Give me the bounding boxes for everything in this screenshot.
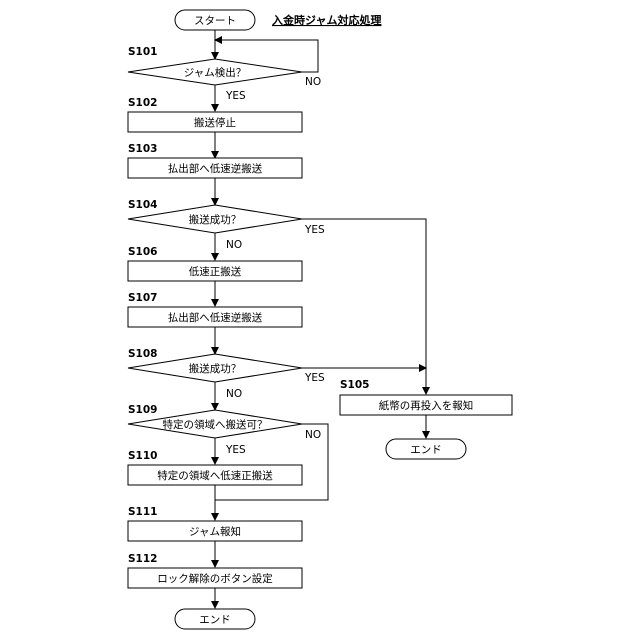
decision-s109-label: 特定の領域へ搬送可？ — [163, 418, 268, 431]
step-s112: S112 — [128, 553, 157, 565]
process-s110-label: 特定の領域へ低速正搬送 — [157, 469, 273, 482]
end-main-label: エンド — [199, 614, 231, 626]
decision-s104-label: 搬送成功？ — [189, 213, 242, 226]
step-s109: S109 — [128, 404, 157, 416]
process-s103-label: 払出部へ低速逆搬送 — [168, 162, 263, 175]
step-s108: S108 — [128, 348, 157, 360]
process-s111-label: ジャム報知 — [189, 525, 241, 538]
process-s107-label: 払出部へ低速逆搬送 — [168, 311, 263, 324]
process-s106-label: 低速正搬送 — [189, 265, 242, 278]
step-s103: S103 — [128, 143, 157, 155]
step-s105: S105 — [340, 379, 369, 391]
step-s111: S111 — [128, 506, 157, 518]
process-s105-label: 紙幣の再投入を報知 — [379, 399, 474, 412]
flowchart-title: 入金時ジャム対応処理 — [272, 13, 381, 27]
branch-s108-no: NO — [226, 388, 242, 400]
decision-s101-label: ジャム検出？ — [184, 66, 246, 79]
branch-s101-no: NO — [305, 76, 321, 88]
step-s106: S106 — [128, 246, 157, 258]
step-s101: S101 — [128, 46, 157, 58]
branch-s101-yes: YES — [225, 90, 246, 102]
process-s112-label: ロック解除のボタン設定 — [157, 572, 273, 585]
step-s110: S110 — [128, 450, 157, 462]
process-s102-label: 搬送停止 — [194, 116, 236, 129]
decision-s108-label: 搬送成功？ — [189, 362, 242, 375]
branch-s104-no: NO — [226, 239, 242, 251]
branch-s104-yes: YES — [304, 224, 325, 236]
step-s107: S107 — [128, 292, 157, 304]
branch-s109-yes: YES — [225, 444, 246, 456]
step-s102: S102 — [128, 97, 157, 109]
branch-s108-yes: YES — [304, 372, 325, 384]
branch-s109-no: NO — [305, 429, 321, 441]
start-label: スタート — [194, 15, 236, 27]
step-s104: S104 — [128, 199, 157, 211]
end-right-label: エンド — [410, 444, 442, 456]
